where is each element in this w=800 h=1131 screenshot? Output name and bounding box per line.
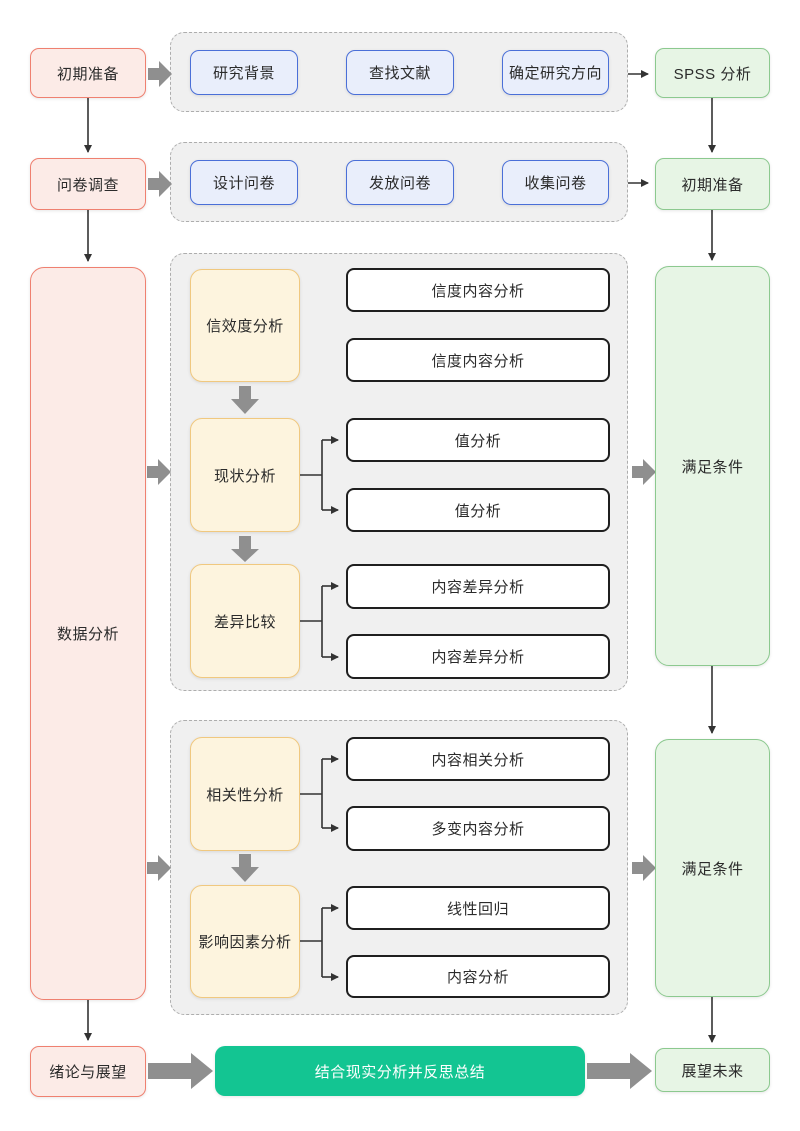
node-difference-comparison: 差异比较	[190, 564, 300, 678]
node-content-difference-analysis-2: 内容差异分析	[346, 634, 610, 679]
node-research-background: 研究背景	[190, 50, 298, 95]
node-value-analysis-1: 值分析	[346, 418, 610, 462]
node-content-correlation-analysis: 内容相关分析	[346, 737, 610, 781]
node-condition-met-1: 满足条件	[655, 266, 770, 666]
node-spss-analysis: SPSS 分析	[655, 48, 770, 98]
node-data-analysis: 数据分析	[30, 267, 146, 1000]
node-reliability-content-analysis-2: 信度内容分析	[346, 338, 610, 382]
node-find-literature: 查找文献	[346, 50, 454, 95]
node-reliability-content-analysis-1: 信度内容分析	[346, 268, 610, 312]
node-correlation-analysis: 相关性分析	[190, 737, 300, 851]
node-summary-reflection: 结合现实分析并反思总结	[215, 1046, 585, 1096]
node-status-quo-analysis: 现状分析	[190, 418, 300, 532]
node-multivariate-content-analysis: 多变内容分析	[346, 806, 610, 851]
node-future-outlook: 展望未来	[655, 1048, 770, 1092]
node-linear-regression: 线性回归	[346, 886, 610, 930]
node-questionnaire-survey: 问卷调查	[30, 158, 146, 210]
node-content-analysis: 内容分析	[346, 955, 610, 998]
node-distribute-questionnaire: 发放问卷	[346, 160, 454, 205]
node-content-difference-analysis-1: 内容差异分析	[346, 564, 610, 609]
block-arrow-prep-to-group	[148, 61, 172, 87]
node-value-analysis-2: 值分析	[346, 488, 610, 532]
node-reliability-validity-analysis: 信效度分析	[190, 269, 300, 382]
node-conclusion-outlook: 绪论与展望	[30, 1046, 146, 1097]
node-condition-met-2: 满足条件	[655, 739, 770, 997]
node-determine-direction: 确定研究方向	[502, 50, 609, 95]
node-collect-questionnaire: 收集问卷	[502, 160, 609, 205]
node-initial-preparation: 初期准备	[30, 48, 146, 98]
node-design-questionnaire: 设计问卷	[190, 160, 298, 205]
node-influencing-factor-analysis: 影响因素分析	[190, 885, 300, 998]
node-initial-preparation-result: 初期准备	[655, 158, 770, 210]
